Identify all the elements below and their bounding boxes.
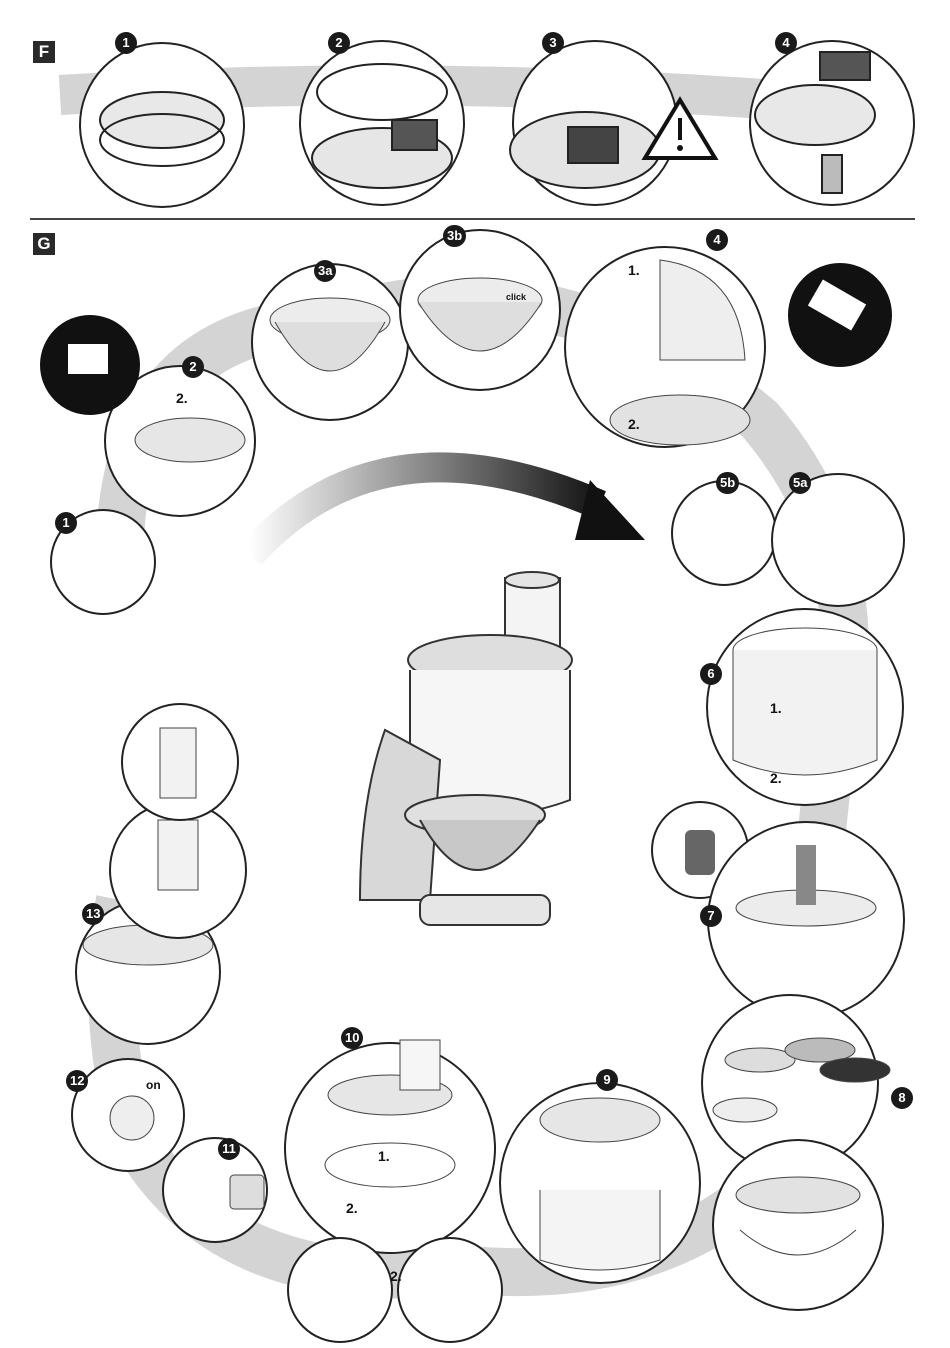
g-step-1-badge: 1 xyxy=(55,512,77,534)
g-step-10-sublabel-1: 1. xyxy=(378,1148,390,1164)
g-step-10-lock-right-image xyxy=(398,1238,502,1342)
f-step-3-badge: 3 xyxy=(542,32,564,54)
g-step-8-image xyxy=(713,1140,883,1310)
g-step-11-badge: 11 xyxy=(218,1138,240,1160)
flow-arrow-shaft xyxy=(250,467,600,555)
g-step-10-sublabel-2: 2. xyxy=(346,1200,358,1216)
f-step-4-badge: 4 xyxy=(775,32,797,54)
g-step-4-sublabel-2: 2. xyxy=(628,416,640,432)
f-step-2-badge: 2 xyxy=(328,32,350,54)
g-step-6-sublabel-2: 2. xyxy=(770,770,782,786)
g-step-9-badge: 9 xyxy=(596,1069,618,1091)
g-step-6-badge: 6 xyxy=(700,663,722,685)
g-step-5b-badge: 5b xyxy=(716,472,739,494)
g-step-5b-image xyxy=(672,481,776,585)
f-step-1-badge: 1 xyxy=(115,32,137,54)
section-f-label: F xyxy=(33,41,55,63)
g-step-3b-badge: 3b xyxy=(443,225,466,247)
f-step-2-image xyxy=(300,41,464,205)
g-step-8-badge: 8 xyxy=(891,1087,913,1109)
f-step-1-image xyxy=(80,43,244,207)
g-step-2-badge: 2 xyxy=(182,356,204,378)
g-step-10-lock-left-image xyxy=(288,1238,392,1342)
g-step-12-on-label: on xyxy=(146,1078,161,1092)
g-step-3b-click-label: click xyxy=(506,292,526,302)
f-step-4-image xyxy=(750,41,914,205)
g-step-4-sublabel-1: 1. xyxy=(628,262,640,278)
g-step-10-sublabel-3: 2. xyxy=(390,1268,402,1284)
food-processor-appliance xyxy=(360,572,572,925)
g-step-5a-image xyxy=(772,474,904,606)
section-g-label: G xyxy=(33,233,55,255)
g-step-4-badge: 4 xyxy=(706,229,728,251)
f-step-3-image xyxy=(510,41,715,205)
g-step-6-sublabel-1: 1. xyxy=(770,700,782,716)
g-step-2-sublabel: 2. xyxy=(176,390,188,406)
g-step-7-badge: 7 xyxy=(700,905,722,927)
